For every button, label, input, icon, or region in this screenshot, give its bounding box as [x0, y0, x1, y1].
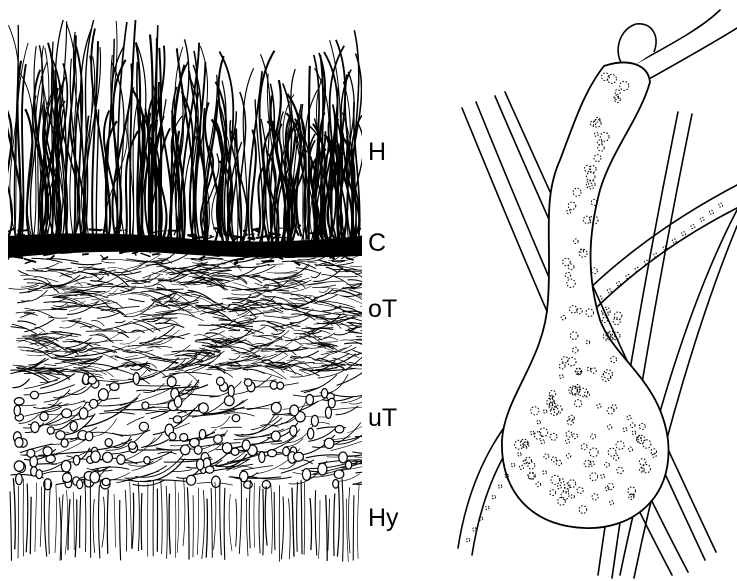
layer-label-h: H	[368, 140, 386, 165]
upper-tomentum-hyphae	[9, 250, 392, 384]
layer-label-ot: oT	[368, 297, 397, 322]
tissue-section-drawing	[0, 16, 406, 562]
hair-layer-strokes	[0, 16, 364, 252]
layer-label-hy: Hy	[368, 506, 399, 531]
hypodermis-palisade	[10, 478, 359, 562]
layer-label-ut: uT	[368, 406, 397, 431]
layer-label-c: C	[368, 231, 386, 256]
hypha-vesicle-drawing	[458, 10, 737, 578]
